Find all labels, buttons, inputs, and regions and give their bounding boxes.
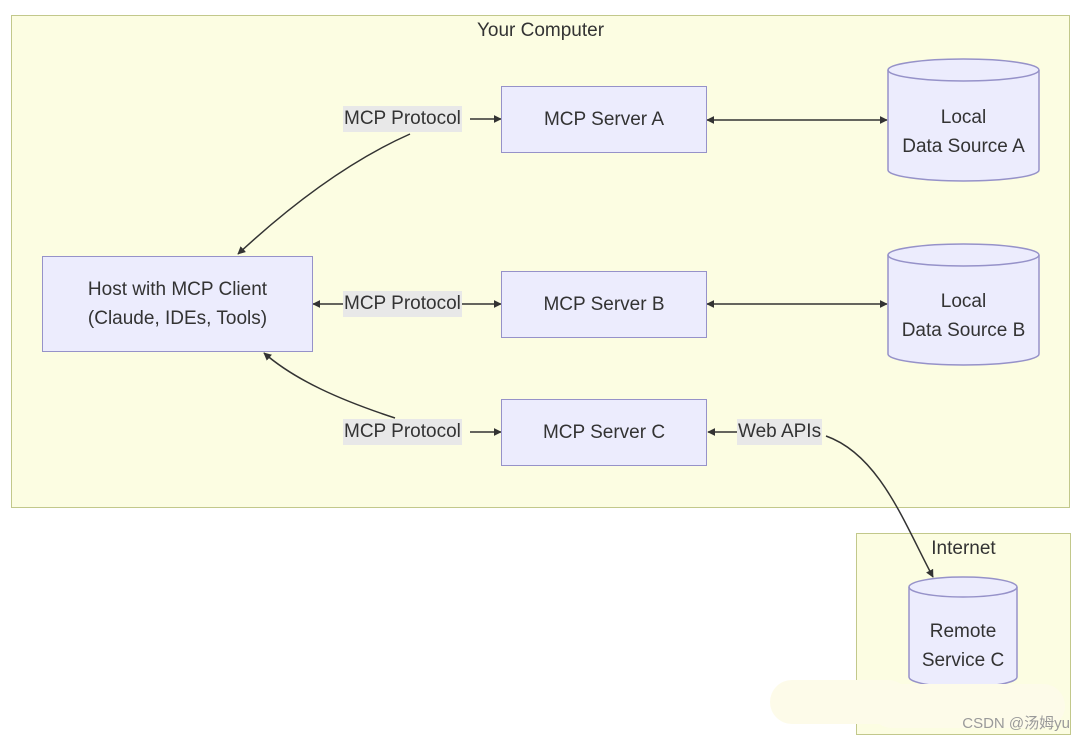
host-line-2: (Claude, IDEs, Tools) — [87, 308, 268, 329]
watermark-blur-2 — [870, 684, 1065, 728]
remote-line-2: Service C — [921, 650, 1005, 671]
local-b-line-1: Local — [940, 291, 987, 312]
edge-label-web-apis: Web APIs — [737, 419, 823, 445]
host-line-1: Host with MCP Client — [87, 279, 268, 300]
edge-label-mcp-protocol-b: MCP Protocol — [343, 291, 462, 317]
local-a-line-1: Local — [940, 107, 987, 128]
edge-label-mcp-protocol-a: MCP Protocol — [343, 106, 462, 132]
remote-line-1: Remote — [929, 621, 997, 642]
your-computer-title: Your Computer — [476, 20, 605, 41]
mcp-server-a-label: MCP Server A — [543, 109, 665, 130]
host-mcp-client-node: Host with MCP Client (Claude, IDEs, Tool… — [42, 256, 313, 352]
edge-label-mcp-protocol-c: MCP Protocol — [343, 419, 462, 445]
local-b-line-2: Data Source B — [901, 320, 1026, 341]
local-data-source-b-db: Local Data Source B — [887, 243, 1040, 366]
edge-web-apis-remote — [825, 435, 934, 578]
remote-service-c-db: Remote Service C — [908, 576, 1018, 688]
edge-host-label-a — [237, 133, 411, 255]
local-data-source-a-db: Local Data Source A — [887, 58, 1040, 182]
internet-title: Internet — [931, 538, 996, 559]
mcp-server-a-node: MCP Server A — [501, 86, 707, 153]
cylinder-b-shape — [887, 243, 1040, 366]
edge-label-c-host — [263, 352, 396, 419]
cylinder-a-shape — [887, 58, 1040, 182]
mcp-server-b-node: MCP Server B — [501, 271, 707, 338]
mcp-server-b-label: MCP Server B — [543, 294, 665, 315]
csdn-watermark: CSDN @汤姆yu — [962, 715, 1070, 732]
mcp-server-c-node: MCP Server C — [501, 399, 707, 466]
local-a-line-2: Data Source A — [902, 136, 1025, 157]
mcp-server-c-label: MCP Server C — [542, 422, 666, 443]
